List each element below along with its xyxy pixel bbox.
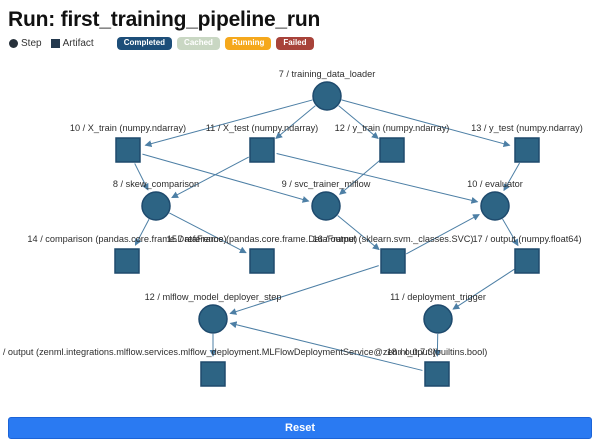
- node-label: 13 / y_test (numpy.ndarray): [471, 123, 583, 133]
- step-node-step10[interactable]: [480, 191, 510, 221]
- artifact-node-a15[interactable]: [249, 248, 275, 274]
- edge-line: [452, 268, 515, 310]
- artifact-node-a16[interactable]: [380, 248, 406, 274]
- node-label: 7 / training_data_loader: [279, 69, 376, 79]
- node-label: 11 / X_test (numpy.ndarray): [206, 123, 319, 133]
- edge-line: [229, 265, 379, 315]
- node-label: 16 / output (sklearn.svm._classes.SVC): [313, 234, 474, 244]
- edge-line: [134, 163, 149, 191]
- step-node-step12[interactable]: [198, 304, 228, 334]
- node-label: 18 / output (builtins.bool): [387, 347, 488, 357]
- node-label: 10 / X_train (numpy.ndarray): [70, 123, 186, 133]
- artifact-node-a10[interactable]: [115, 137, 141, 163]
- artifact-node-a13[interactable]: [514, 137, 540, 163]
- edge-line: [275, 105, 316, 140]
- status-badges: Completed Cached Running Failed: [116, 37, 319, 50]
- edge-line: [142, 153, 310, 203]
- edge-line: [338, 105, 379, 140]
- legend-artifact: Artifact: [50, 38, 94, 49]
- step-circle-icon: [9, 39, 18, 48]
- artifact-node-a18[interactable]: [424, 361, 450, 387]
- node-label: 12 / mlflow_model_deployer_step: [145, 292, 282, 302]
- legend-step: Step: [9, 38, 42, 49]
- artifact-square-icon: [50, 39, 60, 48]
- artifact-node-a19[interactable]: [200, 361, 226, 387]
- edge-line: [134, 219, 150, 246]
- node-label: 12 / y_train (numpy.ndarray): [335, 123, 450, 133]
- node-label: 9 / svc_trainer_mlflow: [282, 179, 371, 189]
- node-label: 11 / deployment_trigger: [390, 292, 486, 302]
- edge-line: [502, 218, 519, 247]
- node-label: 17 / output (numpy.float64): [472, 234, 581, 244]
- artifact-node-a11[interactable]: [249, 137, 275, 163]
- status-badge-running: Running: [224, 37, 272, 50]
- step-node-step7[interactable]: [312, 81, 342, 111]
- legend: Step Artifact Completed Cached Running F…: [9, 37, 319, 50]
- edge-line: [503, 162, 520, 192]
- status-badge-failed: Failed: [276, 37, 314, 50]
- status-badge-completed: Completed: [116, 37, 173, 50]
- step-node-step11[interactable]: [423, 304, 453, 334]
- edge-line: [229, 321, 423, 371]
- page-title: Run: first_training_pipeline_run: [8, 8, 321, 31]
- node-label: 15 / reference (pandas.core.frame.DataFr…: [167, 234, 357, 244]
- edge-line: [171, 156, 249, 199]
- status-badge-cached: Cached: [177, 37, 220, 50]
- artifact-node-a12[interactable]: [379, 137, 405, 163]
- node-label: 14 / comparison (pandas.core.frame.DataF…: [27, 234, 226, 244]
- edge-line: [405, 214, 480, 255]
- legend-step-label: Step: [21, 38, 42, 49]
- reset-button[interactable]: Reset: [8, 417, 592, 439]
- edge-line: [276, 153, 479, 204]
- edge-line: [144, 99, 313, 148]
- dag-canvas: 7 / training_data_loader 10 / X_train (nu…: [0, 69, 583, 387]
- artifact-node-a17[interactable]: [514, 248, 540, 274]
- node-label: 10 / evaluator: [467, 179, 523, 189]
- node-label: 8 / skew_comparison: [113, 179, 199, 189]
- legend-artifact-label: Artifact: [62, 38, 94, 49]
- edge-line: [169, 212, 247, 254]
- edge-line: [341, 99, 511, 148]
- edge-line: [337, 215, 380, 251]
- artifact-node-a14[interactable]: [114, 248, 140, 274]
- step-node-step8[interactable]: [141, 191, 171, 221]
- edge-line: [339, 159, 381, 195]
- node-label: 19 / output (zenml.integrations.mlflow.s…: [0, 347, 436, 357]
- step-node-step9[interactable]: [311, 191, 341, 221]
